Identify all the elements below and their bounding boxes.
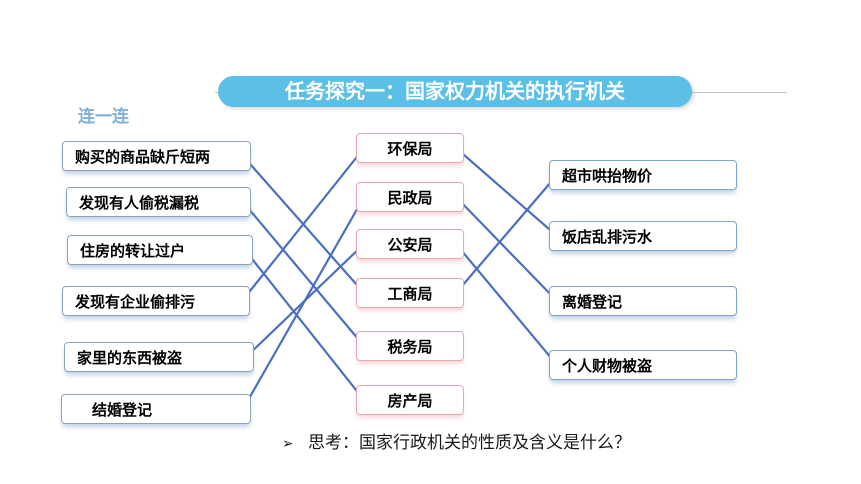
question-text: 思考：国家行政机关的性质及含义是什么？ bbox=[308, 433, 631, 453]
arrow-bullet-icon: ➢ bbox=[282, 436, 294, 452]
connector-middle-0-right-1 bbox=[454, 146, 559, 238]
connector-middle-1-right-2 bbox=[454, 195, 559, 303]
left-item-4: 家里的东西被盗 bbox=[64, 342, 254, 372]
left-item-5: 结婚登记 bbox=[61, 394, 251, 424]
right-item-0: 超市哄抬物价 bbox=[549, 160, 737, 190]
left-item-3: 发现有企业偷排污 bbox=[62, 286, 250, 316]
middle-item-0: 环保局 bbox=[356, 133, 464, 163]
connector-left-2-middle-5 bbox=[243, 248, 366, 402]
section-label: 连一连 bbox=[78, 107, 129, 127]
page-title: 任务探究一：国家权力机关的执行机关 bbox=[218, 76, 692, 107]
right-item-2: 离婚登记 bbox=[549, 286, 737, 316]
connector-middle-2-right-3 bbox=[454, 242, 559, 367]
middle-item-1: 民政局 bbox=[356, 182, 464, 212]
left-item-1: 发现有人偷税漏税 bbox=[66, 187, 251, 217]
middle-item-3: 工商局 bbox=[356, 278, 464, 308]
connector-middle-3-right-0 bbox=[454, 173, 559, 295]
middle-item-4: 税务局 bbox=[356, 331, 464, 361]
right-item-1: 饭店乱排污水 bbox=[549, 221, 737, 251]
question-line: ➢ 思考：国家行政机关的性质及含义是什么？ bbox=[282, 428, 631, 453]
right-item-3: 个人财物被盗 bbox=[549, 350, 737, 380]
middle-item-2: 公安局 bbox=[356, 229, 464, 259]
connector-left-1-middle-4 bbox=[241, 200, 366, 348]
connector-left-3-middle-0 bbox=[240, 146, 366, 303]
middle-item-5: 房产局 bbox=[356, 385, 464, 415]
left-item-2: 住房的转让过户 bbox=[67, 235, 253, 265]
connector-left-5-middle-1 bbox=[241, 195, 366, 411]
left-item-0: 购买的商品缺斤短两 bbox=[62, 141, 251, 171]
